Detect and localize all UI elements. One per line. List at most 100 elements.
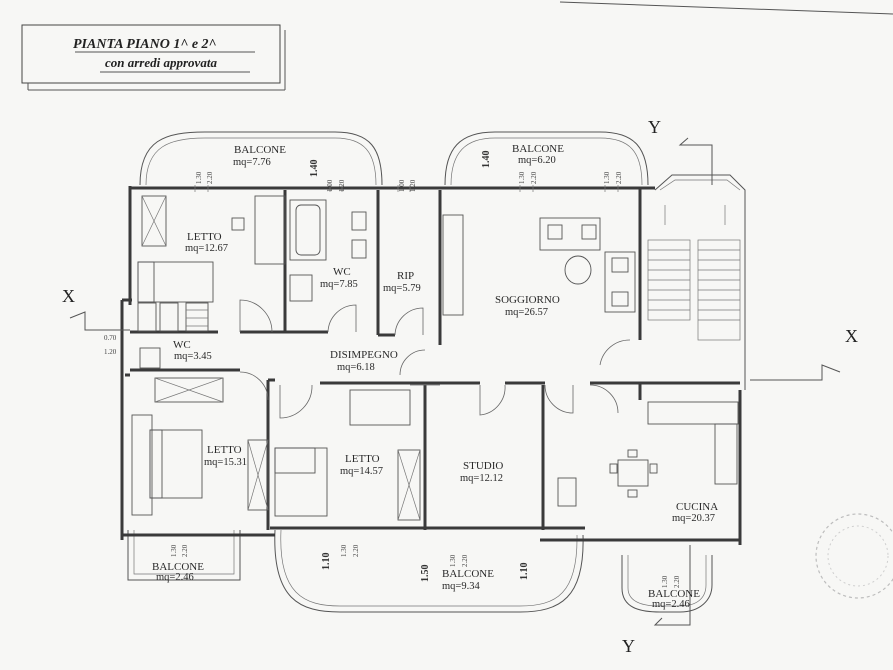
room-area: mq=5.79: [383, 283, 421, 294]
room-balcone-se: BALCONE mq=2.46: [648, 588, 700, 610]
room-area: mq=14.57: [340, 466, 383, 477]
room-balcone-sw: BALCONE mq=2.46: [152, 561, 204, 583]
win-220: 2.20: [206, 171, 214, 184]
room-name: STUDIO: [463, 460, 503, 472]
win-130: 1.30: [195, 171, 203, 184]
room-letto-2: LETTO mq=15.31: [204, 444, 247, 468]
win-130: 1.30: [661, 575, 669, 588]
win-100: 1.00: [326, 179, 334, 192]
balcone-nw-outline: [139, 131, 383, 186]
room-name: LETTO: [187, 231, 222, 243]
win-130: 1.30: [603, 171, 611, 184]
room-soggiorno: SOGGIORNO mq=26.57: [495, 294, 560, 318]
win-120: 1.20: [338, 179, 346, 192]
furniture-letto-1: [137, 195, 286, 303]
balcone-ne-outline: [444, 131, 649, 186]
win-220: 2.20: [461, 554, 469, 567]
win-130: 1.30: [518, 171, 526, 184]
win-130: 1.30: [340, 544, 348, 557]
furniture-wc-1: [289, 199, 367, 302]
room-area: mq=15.31: [204, 457, 247, 468]
section-y-top: Y: [648, 117, 713, 185]
room-area: mq=12.67: [185, 243, 228, 254]
room-name: DISIMPEGNO: [330, 349, 398, 361]
win-100: 1.00: [398, 179, 406, 192]
section-x-right: X: [750, 326, 858, 381]
room-balcone-ne: BALCONE mq=6.20: [512, 143, 564, 166]
axis-x-left-label: X: [62, 286, 75, 306]
dimension-labels: 1.40 1.40 1.10 1.50 1.10 1.30 2.20 1.00 …: [104, 151, 681, 589]
furniture-studio: [557, 477, 577, 507]
furniture-wc-2: [137, 302, 209, 369]
win-220: 2.20: [181, 544, 189, 557]
room-area: mq=6.20: [518, 155, 556, 166]
room-area: mq=9.34: [442, 581, 480, 592]
axis-x-right-label: X: [845, 326, 858, 346]
room-letto-1: LETTO mq=12.67: [185, 231, 228, 254]
win-220: 2.20: [352, 544, 360, 557]
balcone-sw-outline: [127, 530, 241, 581]
section-y-bottom: Y: [622, 545, 691, 656]
room-letto-3: LETTO mq=14.57: [340, 453, 383, 477]
balcone-se-outline: [621, 555, 713, 613]
room-area: mq=7.85: [320, 279, 358, 290]
room-name: LETTO: [207, 444, 242, 456]
exterior-walls: [120, 174, 746, 545]
furniture-letto-3: [274, 389, 421, 521]
room-area: mq=3.45: [174, 351, 212, 362]
win-120: 1.20: [409, 179, 417, 192]
room-area: mq=2.46: [156, 572, 194, 583]
axis-y-top-label: Y: [648, 117, 661, 137]
room-name: CUCINA: [676, 501, 718, 513]
win-120: 1.20: [104, 348, 117, 356]
room-balcone-nw: BALCONE mq=7.76: [233, 144, 286, 168]
title-line1: PIANTA PIANO 1^ e 2^: [73, 37, 217, 52]
win-220: 2.20: [615, 171, 623, 184]
room-name: RIP: [397, 270, 414, 282]
win-220: 2.20: [673, 575, 681, 588]
dim-140-top: 1.40: [309, 160, 320, 178]
room-area: mq=6.18: [337, 362, 375, 373]
room-name: LETTO: [345, 453, 380, 465]
room-name: BALCONE: [234, 144, 286, 156]
room-disimpegno: DISIMPEGNO mq=6.18: [330, 349, 398, 373]
room-wc-2: WC mq=3.45: [173, 339, 212, 362]
dim-150: 1.50: [420, 565, 431, 583]
win-130: 1.30: [449, 554, 457, 567]
win-130: 1.30: [170, 544, 178, 557]
dim-110-right: 1.10: [519, 563, 530, 581]
room-name: BALCONE: [512, 143, 564, 155]
room-name: WC: [333, 266, 351, 278]
dim-140-ne: 1.40: [481, 151, 492, 169]
balcone-s-outline: [274, 529, 584, 613]
room-name: WC: [173, 339, 191, 351]
room-name: BALCONE: [152, 561, 204, 573]
room-area: mq=26.57: [505, 307, 548, 318]
title-box: PIANTA PIANO 1^ e 2^ con arredi approvat…: [21, 24, 286, 91]
room-name: BALCONE: [442, 568, 494, 580]
room-cucina: CUCINA mq=20.37: [672, 501, 718, 524]
room-rip: RIP mq=5.79: [383, 270, 421, 294]
room-balcone-s: BALCONE mq=9.34: [442, 568, 494, 592]
room-area: mq=12.12: [460, 473, 503, 484]
furniture-soggiorno: [442, 214, 636, 316]
dim-110-left: 1.10: [321, 553, 332, 571]
room-studio: STUDIO mq=12.12: [460, 460, 503, 484]
approval-stamp: [815, 513, 893, 599]
title-line2: con arredi approvata: [105, 55, 217, 70]
room-area: mq=7.76: [233, 157, 271, 168]
interior-walls: [125, 190, 740, 530]
room-name: BALCONE: [648, 588, 700, 600]
window-marks: [194, 185, 619, 192]
sheet-edge-line: [559, 1, 893, 15]
room-name: SOGGIORNO: [495, 294, 560, 306]
room-area: mq=2.46: [652, 599, 690, 610]
room-wc-1: WC mq=7.85: [320, 266, 358, 290]
win-070: 0.70: [104, 334, 117, 342]
furniture-stairs: [647, 205, 741, 341]
win-220: 2.20: [530, 171, 538, 184]
furniture-cucina: [609, 401, 739, 498]
room-area: mq=20.37: [672, 513, 715, 524]
doors: [239, 299, 631, 419]
